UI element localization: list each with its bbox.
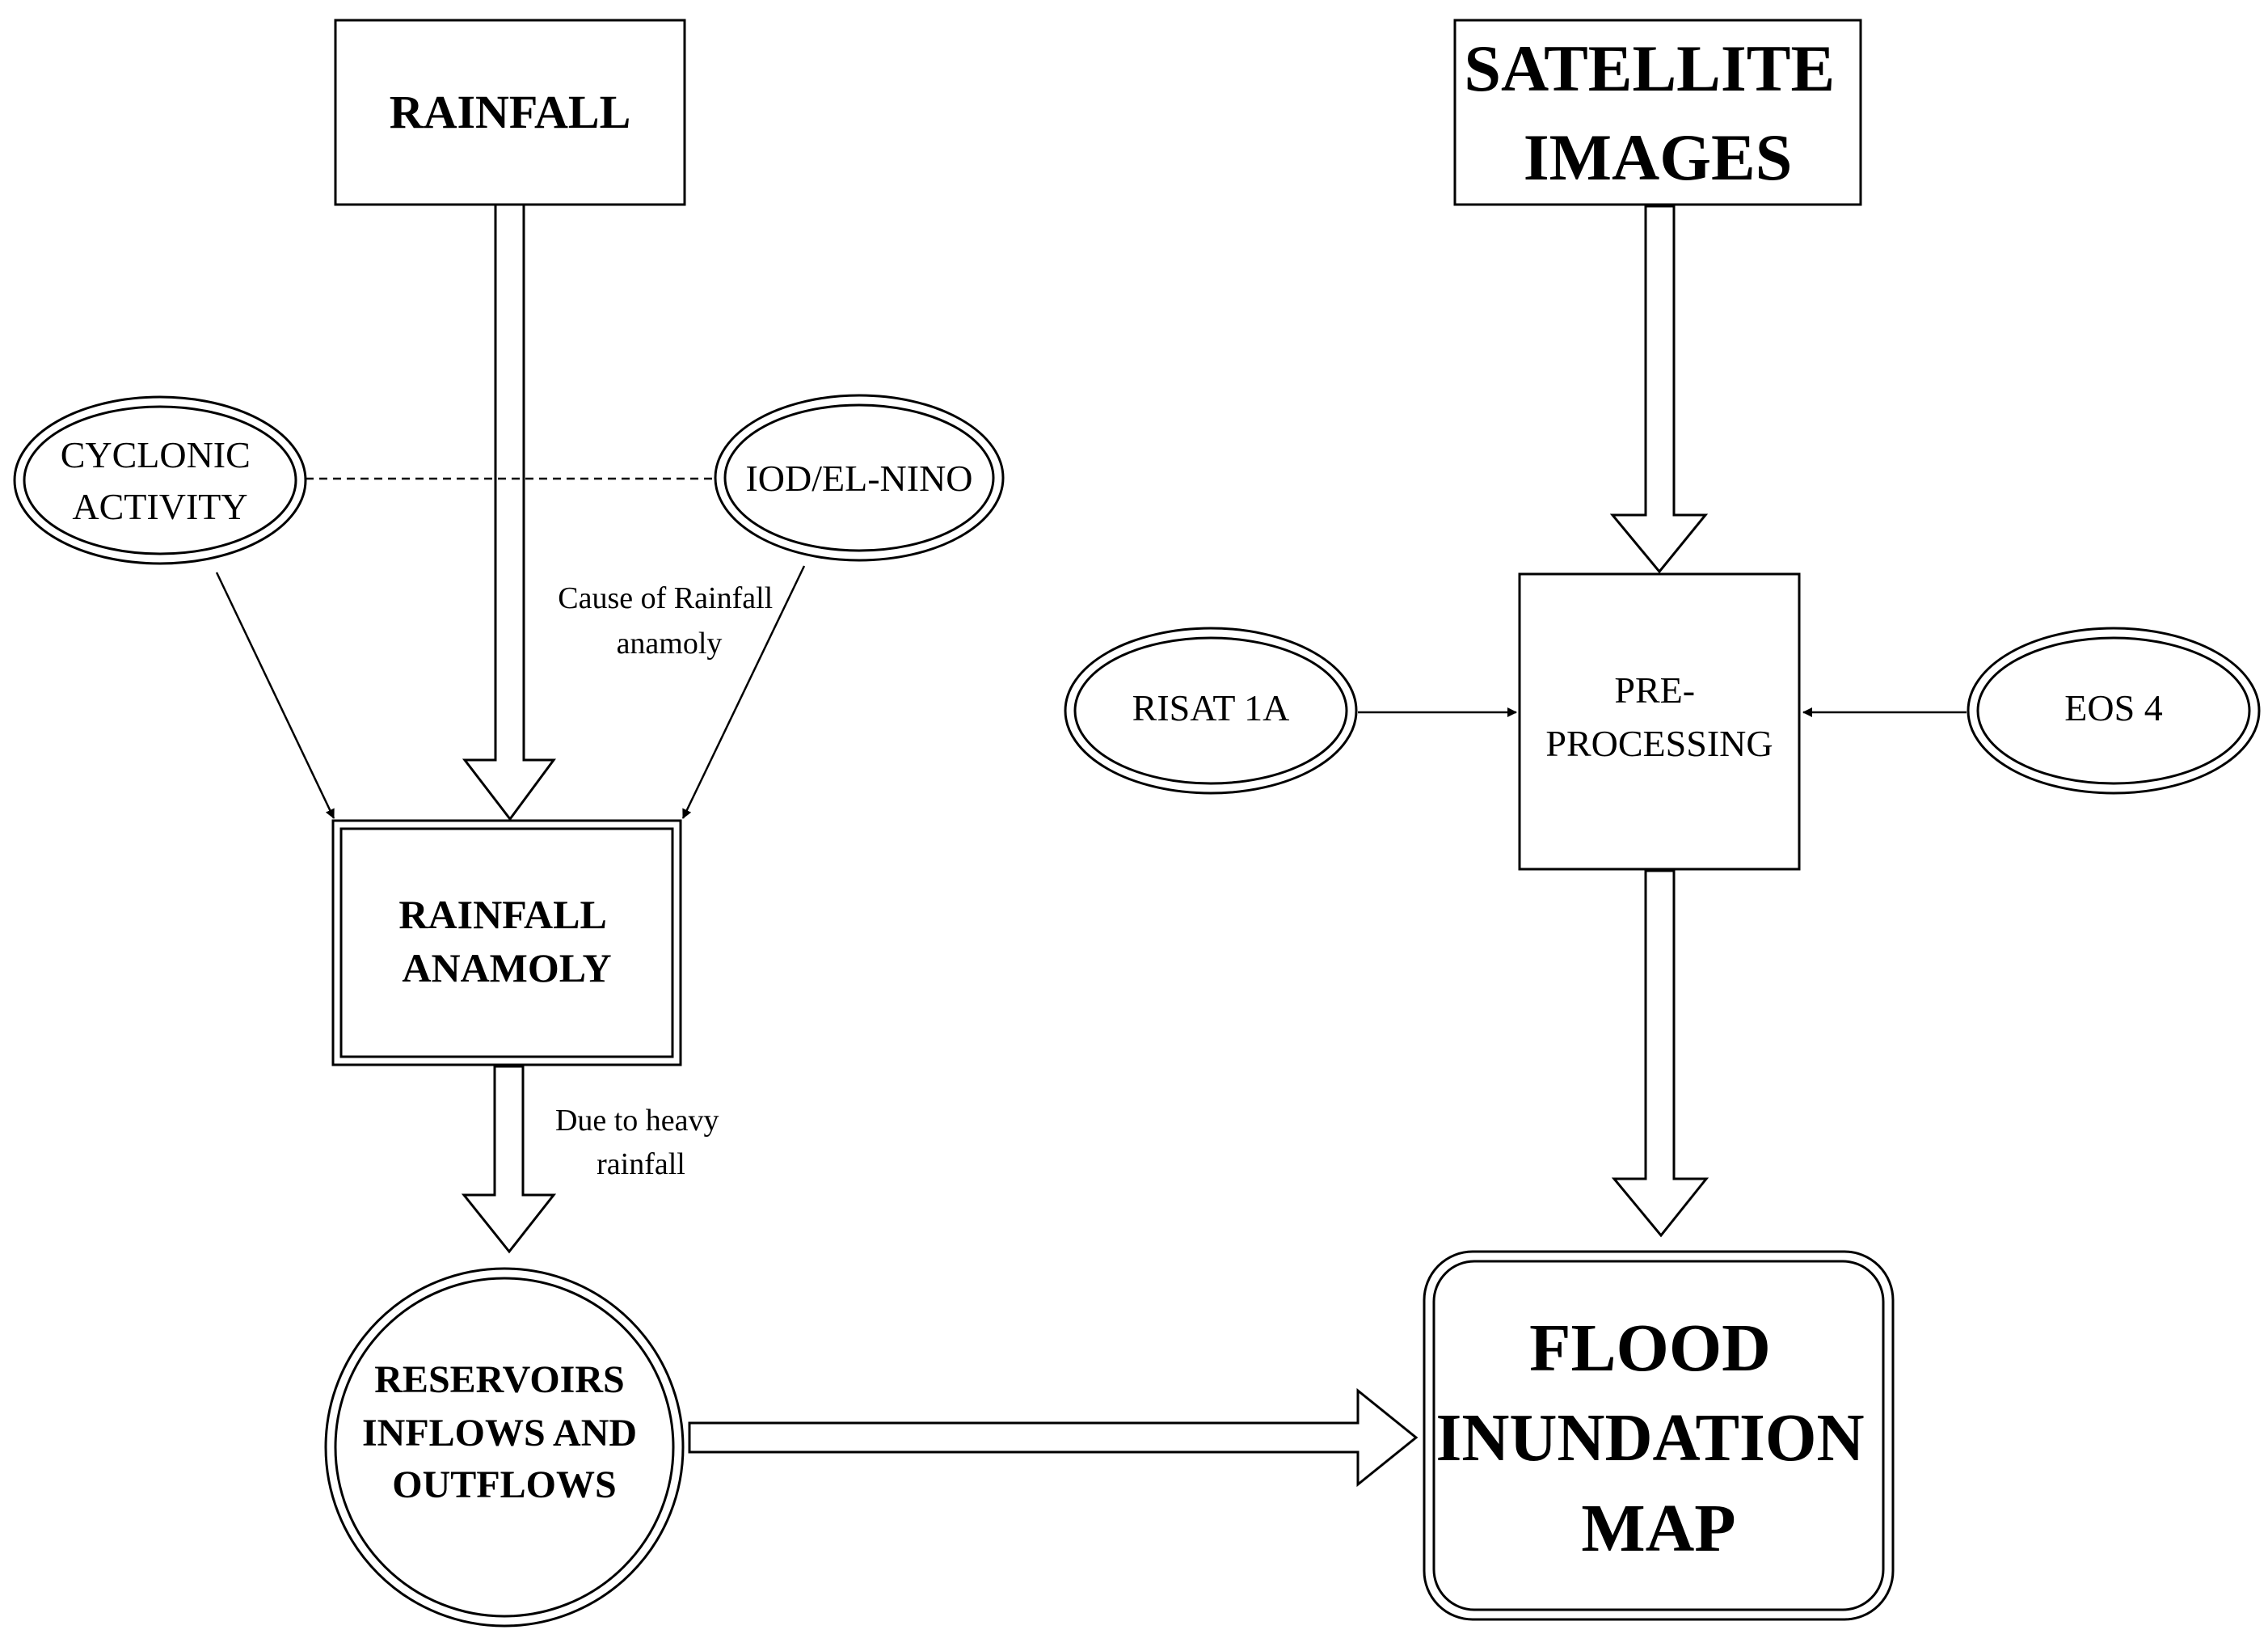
satellite-images-box (1453, 19, 1862, 206)
arrow-iod-to-anamoly (681, 565, 806, 819)
iod-el-nino-ellipse (714, 394, 1005, 562)
rainfall-anamoly-box (331, 819, 682, 1066)
flood-inundation-map-box (1423, 1250, 1895, 1621)
block-arrow-anamoly-to-reservoirs (461, 1065, 557, 1254)
block-arrow-reservoirs-to-flood-map (688, 1387, 1419, 1488)
flood-inundation-map-label: FLOOD INUNDATION MAP (1436, 1311, 1882, 1566)
cyclonic-activity-ellipse (13, 395, 307, 565)
reservoirs-circle (324, 1267, 685, 1628)
rainfall-label: RAINFALL (390, 86, 631, 138)
iod-el-nino-label: IOD/EL-NINO (745, 458, 972, 499)
cyclonic-activity-label: CYCLONIC ACTIVITY (61, 434, 260, 527)
reservoirs-label: RESERVOIRS INFLOWS AND OUTFLOWS (362, 1358, 647, 1506)
block-arrow-rainfall-to-anamoly (462, 203, 556, 821)
satellite-images-label: SATELLITE IMAGES (1464, 32, 1851, 194)
cause-annotation: Cause of Rainfall anamoly (558, 581, 780, 661)
eos-label: EOS 4 (2064, 687, 2162, 728)
risat-label: RISAT 1A (1132, 687, 1290, 728)
due-annotation: Due to heavy rainfall (555, 1104, 727, 1181)
pre-processing-box (1518, 572, 1801, 871)
block-arrow-satellite-to-preprocessing (1609, 205, 1709, 574)
block-arrow-preprocessing-to-flood-map (1611, 869, 1709, 1238)
risat-ellipse (1064, 627, 1358, 795)
eos-ellipse (1967, 627, 2261, 795)
pre-processing-label: PRE- PROCESSING (1545, 669, 1773, 764)
arrow-cyclonic-to-anamoly (215, 572, 335, 819)
rainfall-anamoly-label: RAINFALL ANAMOLY (398, 892, 614, 990)
